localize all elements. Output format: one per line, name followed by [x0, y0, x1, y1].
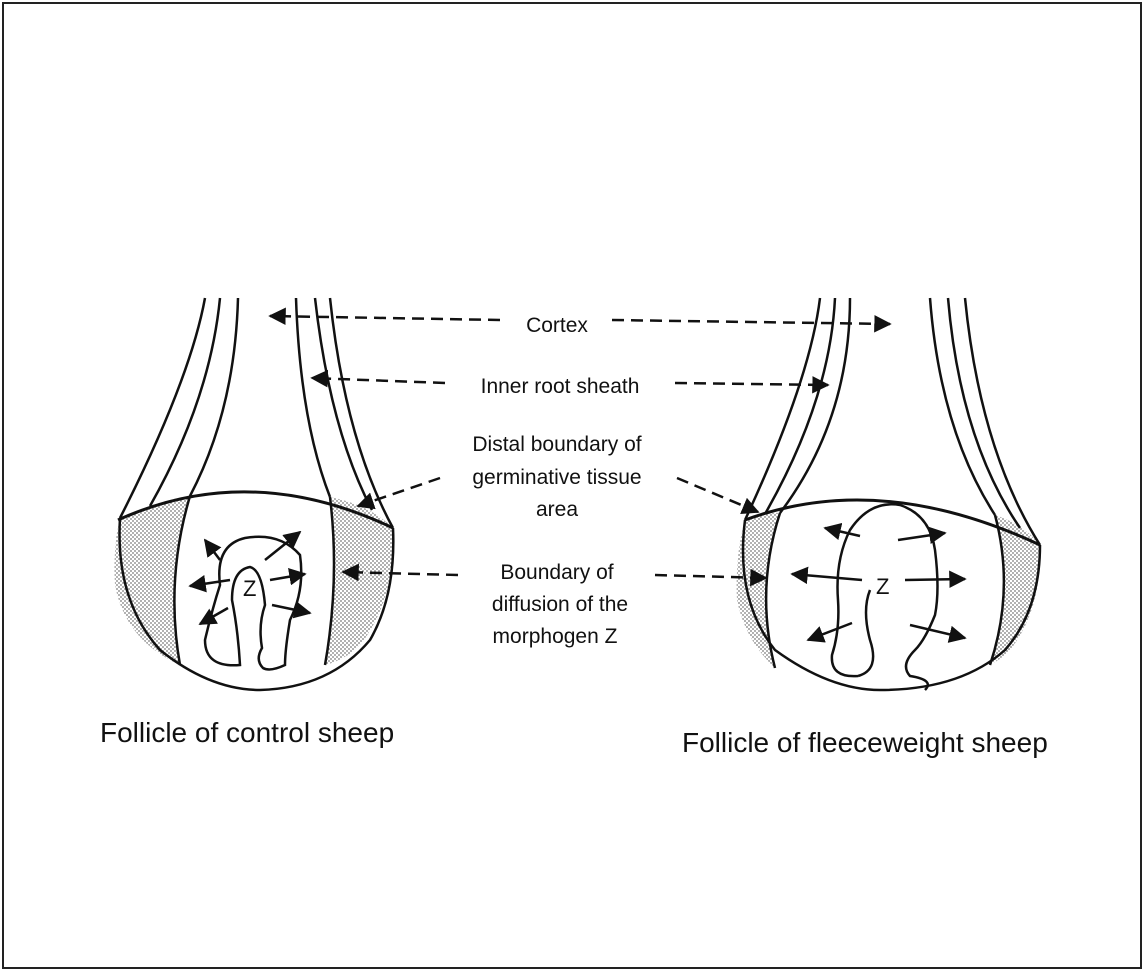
label-diffusion-line1: Boundary of	[500, 561, 613, 584]
label-diffusion-line2: diffusion of the	[492, 593, 628, 616]
fleeceweight-wall-inner-right	[930, 298, 995, 515]
label-cortex: Cortex	[526, 314, 588, 337]
fleeceweight-follicle	[737, 298, 1040, 690]
fleeceweight-morphogen-z: Z	[876, 574, 889, 599]
control-morphogen-z: Z	[243, 576, 256, 601]
label-inner-root-sheath: Inner root sheath	[481, 375, 640, 398]
control-wall-mid-left	[150, 298, 220, 506]
label-distal-line1: Distal boundary of	[472, 433, 641, 456]
label-diffusion-line3: morphogen Z	[493, 625, 618, 648]
label-distal-line2: germinative tissue	[472, 466, 641, 489]
irs-arrow-right	[675, 383, 828, 385]
cortex-arrow-left	[270, 316, 500, 320]
caption-control: Follicle of control sheep	[100, 717, 394, 748]
fleeceweight-wall-outer-right	[965, 298, 1040, 545]
fleeceweight-bulb-outline	[743, 520, 1040, 690]
control-wall-inner-right	[296, 298, 330, 497]
caption-fleeceweight: Follicle of fleeceweight sheep	[682, 727, 1048, 758]
control-follicle	[115, 298, 394, 690]
control-wall-outer-right	[330, 298, 393, 528]
label-distal-line3: area	[536, 498, 578, 521]
distal-arrow-right	[677, 478, 758, 512]
irs-arrow-left	[312, 378, 445, 383]
distal-arrow-left	[358, 478, 440, 506]
control-dermal-papilla	[205, 537, 301, 670]
fleeceweight-wall-outer-left	[745, 298, 820, 520]
